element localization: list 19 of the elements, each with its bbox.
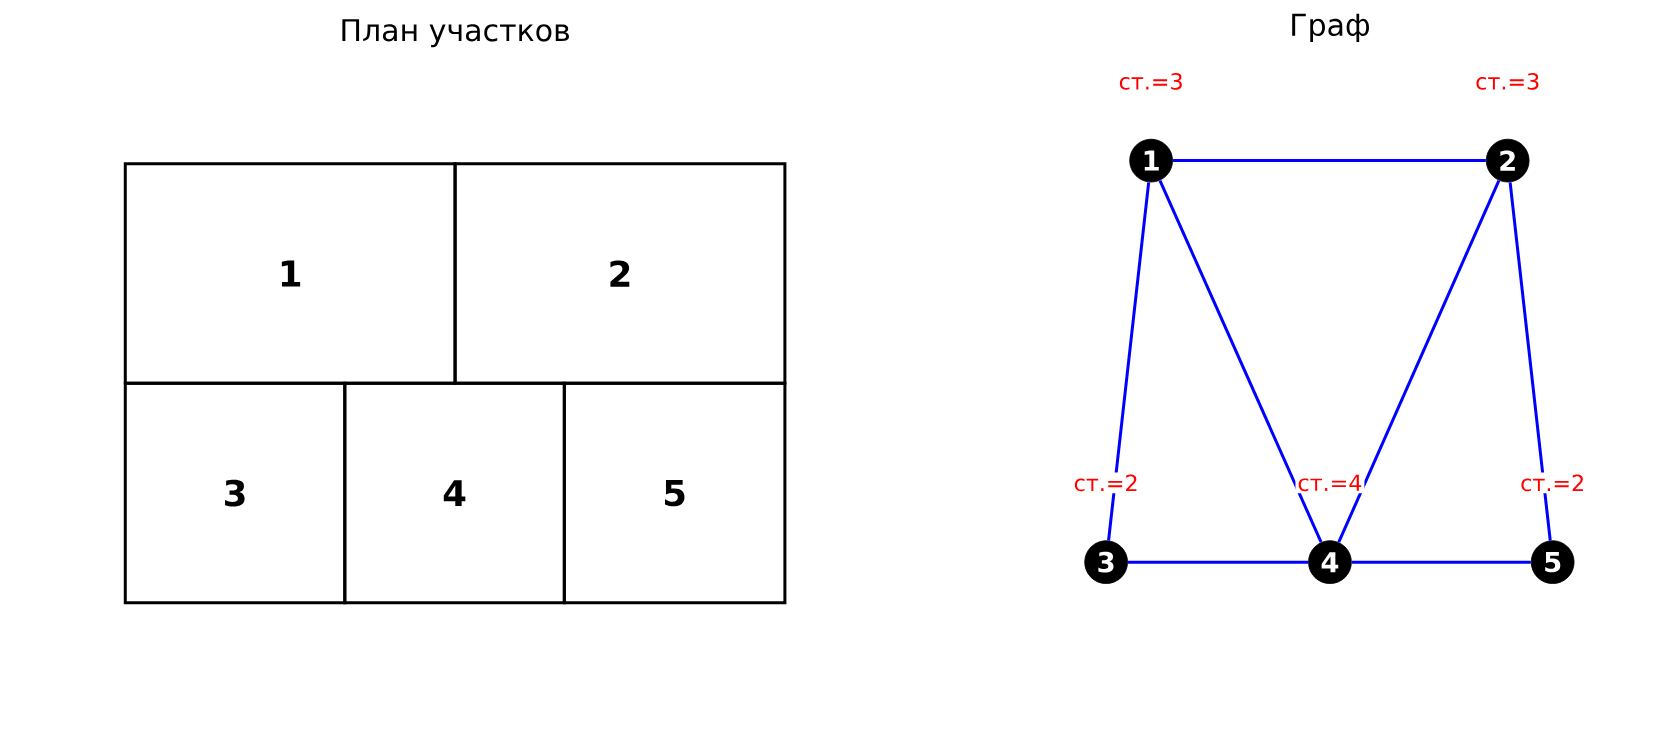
panel-heading: Граф [1292,13,1369,42]
graph-edge [1107,182,1151,541]
graph-edge [1127,560,1309,564]
graph-edge [1158,179,1323,543]
plot-box: 3 [123,381,347,605]
plot-box: 2 [453,162,787,385]
degree-label: ст.=3 [1116,71,1186,92]
degree-label: ст.=2 [1518,472,1588,494]
graph-edge [1351,560,1531,564]
graph-edge [1508,182,1552,541]
plot-box: 5 [562,381,787,605]
panel-heading: План участков [342,19,569,48]
degree-label: ст.=2 [1071,472,1141,494]
plot-box: 4 [343,381,566,605]
graph-edge [1337,179,1501,543]
plot-box: 1 [123,162,457,385]
degree-label: ст.=4 [1295,472,1365,494]
graph-edge [1172,159,1486,163]
degree-label: ст.=3 [1473,71,1543,92]
